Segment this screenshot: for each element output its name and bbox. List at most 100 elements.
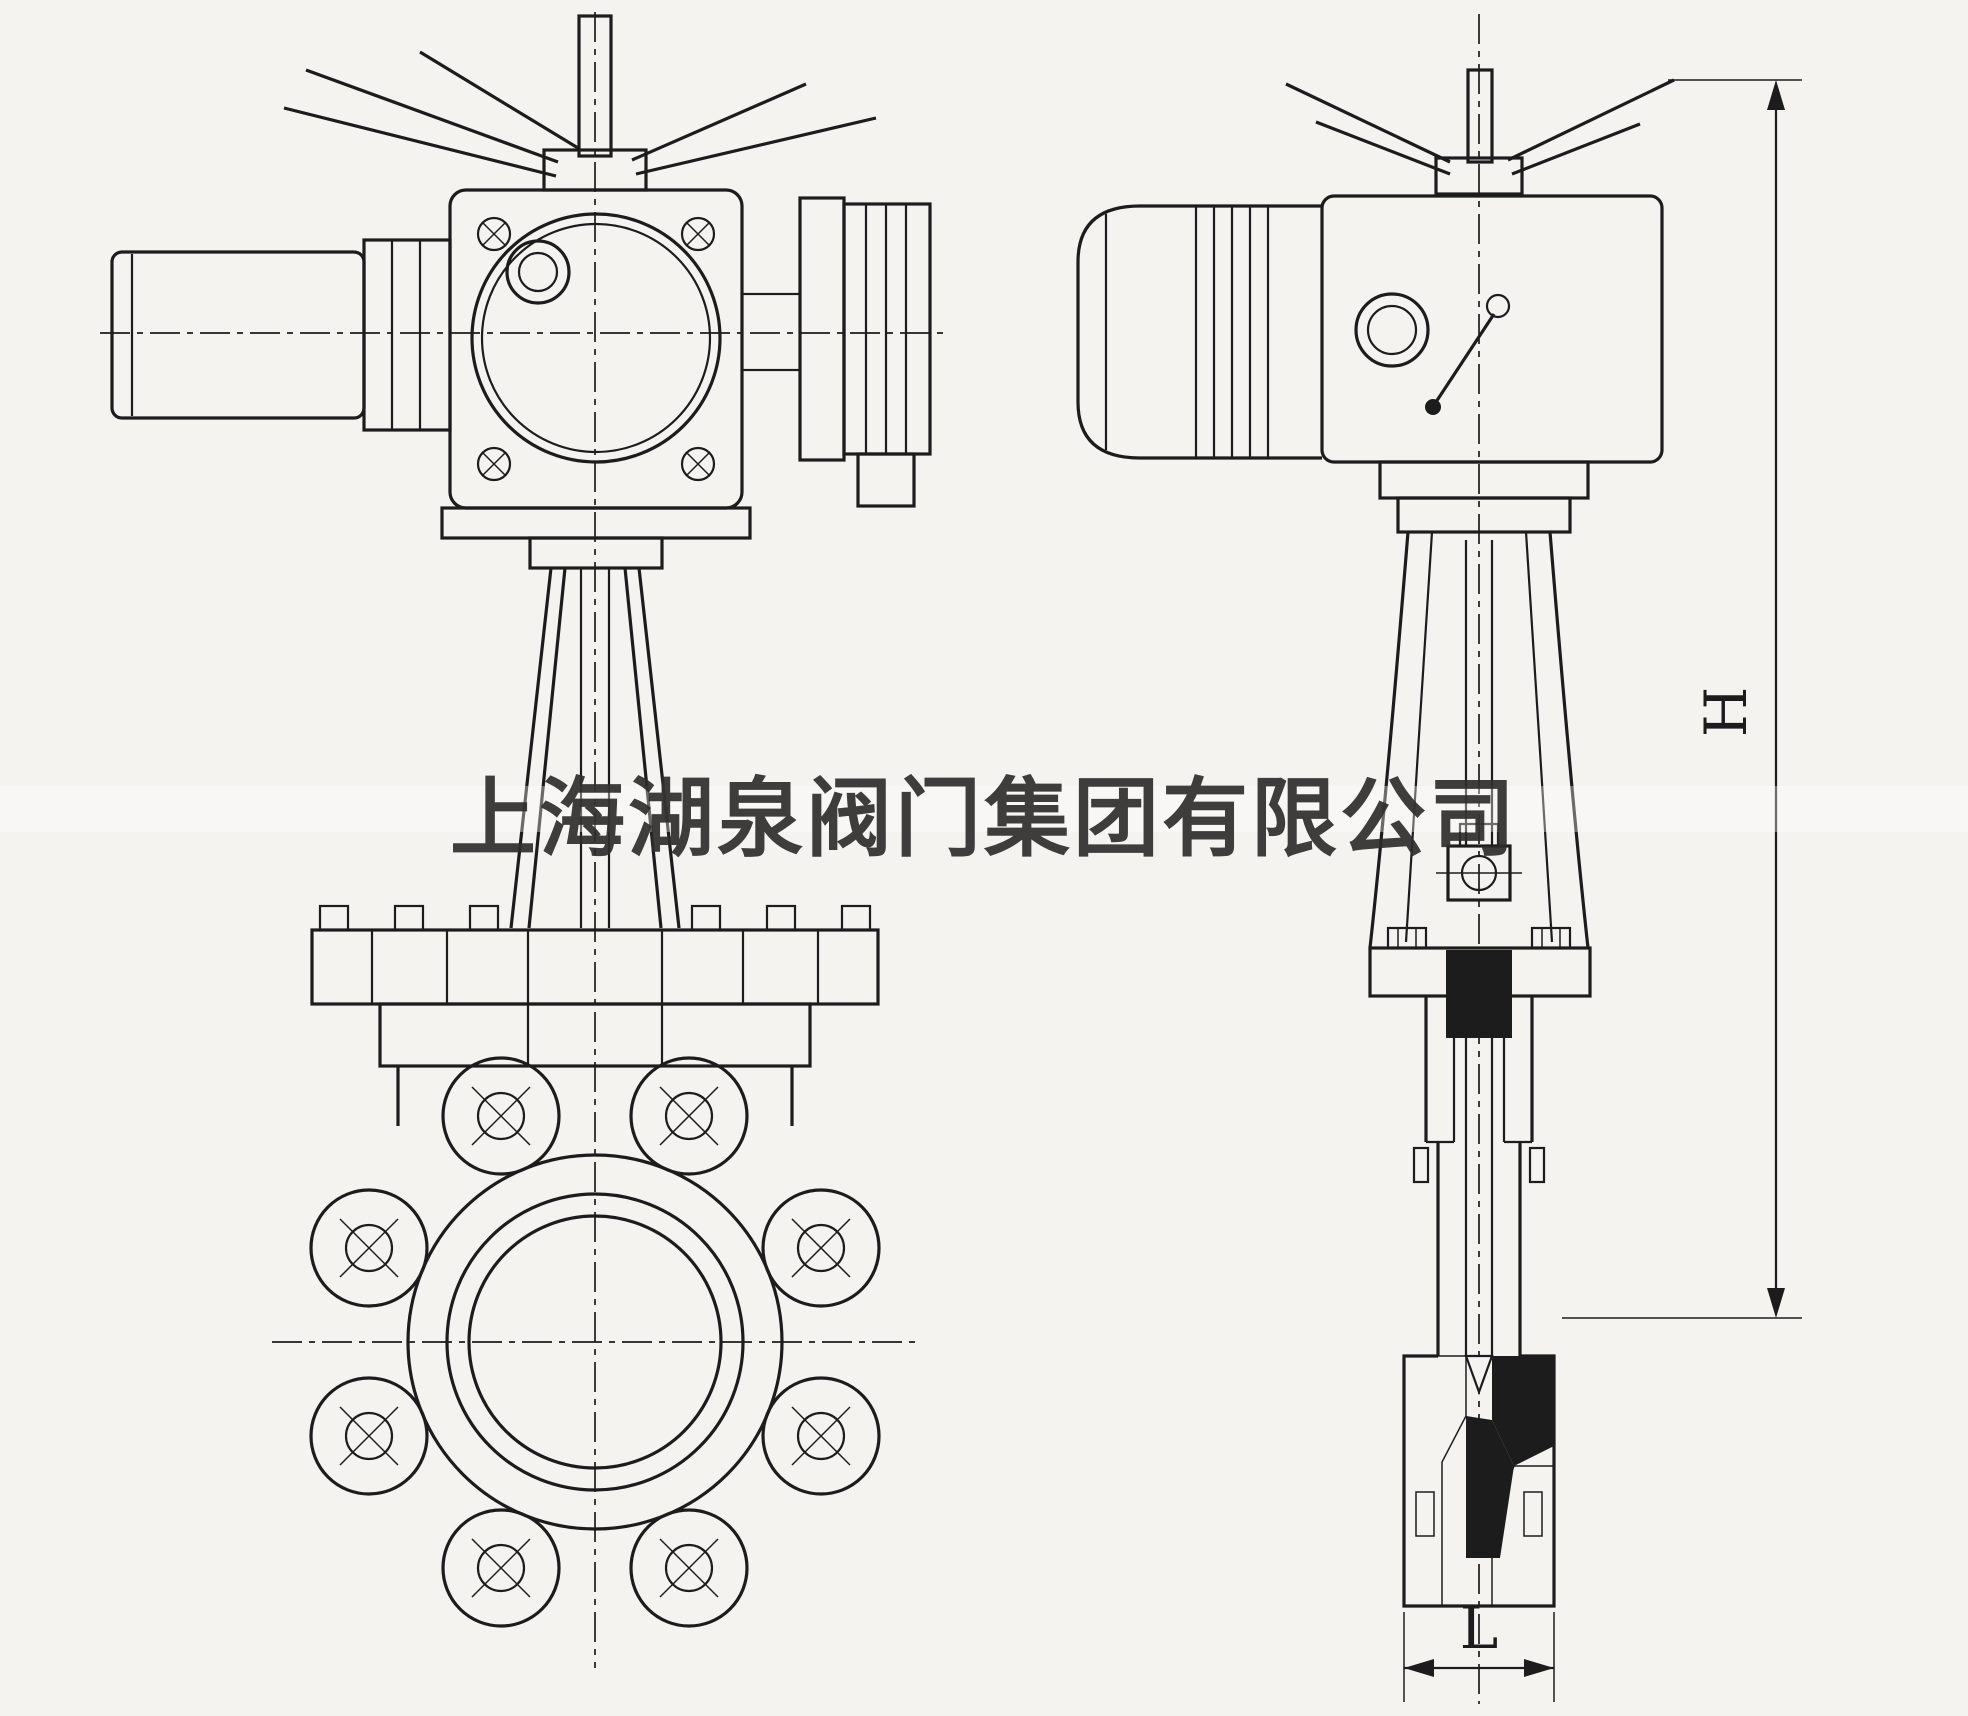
l-extension-lines <box>1403 1612 1555 1702</box>
wafer-outline <box>1402 1354 1556 1608</box>
motor-housing <box>110 250 366 420</box>
bolt-lobe <box>629 1056 749 1176</box>
guide-clip <box>1528 1146 1546 1184</box>
l-dimension-label: L <box>1460 1594 1499 1662</box>
lobe-circle <box>309 1188 429 1308</box>
handwheel-spokes <box>283 50 877 178</box>
neck-lines <box>396 1066 794 1126</box>
h-extension-lines <box>1562 79 1802 1319</box>
arrow-down-icon <box>1767 1288 1785 1318</box>
side-yoke <box>1368 531 1590 949</box>
arrow-right-icon <box>1524 1659 1554 1677</box>
stem-clamp <box>1436 822 1522 902</box>
bolt-cross-icon <box>339 1406 399 1466</box>
gate-blade-lines <box>1464 1038 1494 1356</box>
side-handwheel-spokes <box>1285 78 1675 176</box>
lobe-circle <box>441 1056 561 1176</box>
watermark-streak <box>0 786 1968 832</box>
bolt-lobe <box>441 1056 561 1176</box>
lobe-circle <box>629 1508 749 1628</box>
side-indicator-port-inner <box>1366 304 1418 356</box>
handwheel-disc <box>798 196 846 462</box>
actuator-base-plate <box>440 506 752 540</box>
bonnet-flange <box>310 904 880 1068</box>
seat-section-black-right <box>1492 1356 1554 1466</box>
motor-flange-lines <box>390 240 422 430</box>
gearbox-face-inner-circle <box>480 222 712 454</box>
side-mounting-plates <box>1378 460 1590 534</box>
bolt-lobe <box>309 1188 429 1308</box>
side-view <box>1076 14 1675 1704</box>
side-adapter-plate <box>1396 496 1572 534</box>
gearbox-housing <box>448 188 744 510</box>
lobe-circle <box>441 1508 561 1628</box>
gate-guides <box>1412 996 1546 1184</box>
rising-stem <box>577 14 613 158</box>
crank-lever <box>1425 293 1511 415</box>
lever-pivot <box>1485 293 1511 319</box>
stem-adapter <box>528 536 664 570</box>
watermark-text: 上海湖泉阀门集团有限公司 <box>450 769 1518 869</box>
motor <box>110 238 452 432</box>
corner-screws <box>476 216 716 482</box>
screw-icon <box>680 216 716 252</box>
screw-cross-lines <box>481 221 711 477</box>
mounting-plates <box>440 506 752 570</box>
flange-segment-lines <box>370 930 820 1004</box>
side-base-plate <box>1378 460 1590 500</box>
bolt-lobe <box>629 1508 749 1628</box>
lobe-circle <box>629 1056 749 1176</box>
bolt-lobe <box>761 1188 881 1308</box>
screw-icon <box>476 446 512 482</box>
side-gearbox-housing <box>1320 194 1664 464</box>
handwheel-rim-lines <box>864 204 908 454</box>
bolt-hole-icon <box>344 1411 394 1461</box>
screw-icon <box>476 216 512 252</box>
handwheel-lower-hub <box>856 452 916 508</box>
flange-bolt <box>393 904 425 932</box>
bore-circle <box>467 1214 723 1470</box>
guide-outer-lines <box>1424 996 1534 1142</box>
bolt-hole-icon <box>796 1411 846 1461</box>
body-flange <box>309 1056 881 1628</box>
bolt-cross-icon <box>659 1086 719 1146</box>
side-handwheel <box>1285 68 1675 196</box>
guide-inner-lines <box>1426 1038 1532 1144</box>
side-lower-body <box>1436 1038 1522 1356</box>
flange-tab-lines <box>1397 928 1561 948</box>
gland-housing-lines <box>526 930 664 1066</box>
gearbox-face-circle <box>470 212 722 464</box>
guide-clip <box>1412 1146 1430 1184</box>
bolt-hole-icon <box>664 1091 714 1141</box>
bolt-hole-icon <box>664 1543 714 1593</box>
side-actuator <box>1076 194 1664 464</box>
actuator-gearbox <box>448 188 744 510</box>
side-handwheel-hub <box>1434 156 1524 196</box>
flange-bolt <box>690 904 722 932</box>
flange-bolt <box>840 904 872 932</box>
bolt-slot <box>1415 1491 1435 1537</box>
wafer-section <box>1402 1354 1556 1608</box>
yoke-legs <box>509 567 681 929</box>
dimension-l: L <box>1403 1594 1555 1702</box>
side-stem-lines <box>1464 540 1494 846</box>
lever-knob <box>1425 399 1441 415</box>
side-indicator-port <box>1354 292 1430 368</box>
packing-gland-black <box>1446 950 1512 1038</box>
yoke-outer-edges <box>1368 531 1590 949</box>
arrow-left-icon <box>1404 1659 1434 1677</box>
bolt-slot <box>1523 1491 1543 1537</box>
bolt-hole-icon <box>796 1223 846 1273</box>
bolt-hole-icon <box>476 1543 526 1593</box>
indicator-port-circle <box>505 239 571 305</box>
bolt-cross-icon <box>471 1538 531 1598</box>
h-dimension-label: H <box>1692 687 1760 738</box>
output-shaft <box>740 292 802 372</box>
lobe-circle <box>309 1376 429 1496</box>
bolt-lobe <box>761 1376 881 1496</box>
screw-icon <box>680 446 716 482</box>
yoke <box>509 567 681 929</box>
body-side-lines <box>1436 1142 1522 1356</box>
